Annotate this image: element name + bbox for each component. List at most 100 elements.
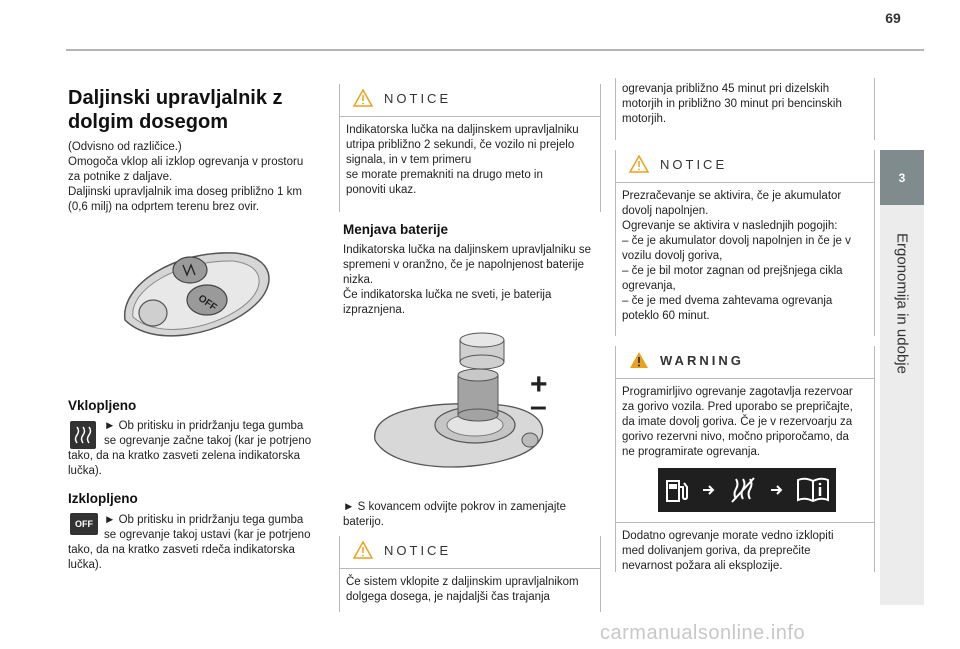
warning-triangle-filled-icon [630, 352, 648, 368]
on-line: ► Ob pritisku in pridržanju tega gumba [104, 420, 304, 432]
battery-step-line: baterijo. [343, 516, 384, 528]
off-text-2: tako, da na kratko zasveti rdeča indikat… [68, 543, 328, 573]
notice-line: Ogrevanje se aktivira v naslednjih pogoj… [622, 220, 838, 232]
warning-line: Dodatno ogrevanje morate vedno izklopiti [622, 530, 834, 542]
notice-box-2: NOTICE Če sistem vklopite z daljinskim u… [339, 536, 601, 612]
warning-triangle-icon [352, 540, 374, 559]
battery-heading: Menjava baterije [343, 222, 449, 237]
intro-line: za potnike z daljave. [68, 171, 173, 183]
intro-line: Daljinski upravljalnik ima doseg približ… [68, 186, 302, 198]
warning-title: WARNING [660, 352, 744, 368]
warning-body-2: Dodatno ogrevanje morate vedno izklopiti… [616, 529, 874, 574]
fuel-pump-icon [665, 480, 688, 502]
arrow-right-icon [770, 485, 782, 495]
header-rule [66, 49, 924, 51]
battery-section: Menjava baterije Indikatorska lučka na d… [343, 222, 605, 318]
warning-line: ne programirate ogrevanja. [622, 446, 761, 458]
warning-line: gorivo rezervni nivo, močno priporočamo,… [622, 431, 849, 443]
notice-line: – če je med dvema zahtevama ogrevanja [622, 295, 833, 307]
notice-title: NOTICE [660, 156, 728, 172]
notice-line: Indikatorska lučka na daljinskem upravlj… [346, 124, 579, 136]
notice-header: NOTICE [616, 150, 874, 174]
notice-line: dovolj napolnjen. [622, 205, 709, 217]
warning-line: med dolivanjem goriva, da preprečite [622, 545, 811, 557]
refuel-warning-pictogram [658, 468, 836, 512]
column-1: Daljinski upravljalnik z dolgim dosegom … [68, 86, 328, 215]
warning-box: WARNING Programirljivo ogrevanje zagotav… [615, 346, 875, 572]
off-icon: OFF [70, 513, 98, 535]
notice-line: utripa približno 2 sekundi, če vozilo ni… [346, 139, 575, 151]
section-title-line1: Daljinski upravljalnik z [68, 87, 283, 109]
warning-triangle-icon [628, 154, 650, 173]
notice-continuation: ogrevanja približno 45 minut pri dizelsk… [615, 78, 875, 140]
warning-divider [616, 522, 874, 523]
notice-body: Indikatorska lučka na daljinskem upravlj… [340, 123, 600, 198]
warning-line: da imate dovolj goriva. Če je v rezervoa… [622, 416, 853, 428]
notice-box-1: NOTICE Indikatorska lučka na daljinskem … [339, 84, 601, 212]
intro-text: (Odvisno od različice.) Omogoča vklop al… [68, 140, 328, 215]
notice-line: Če sistem vklopite z daljinskim upravlja… [346, 576, 579, 588]
notice-divider [616, 182, 874, 183]
notice-line: – če je bil motor zagnan od prejšnjega c… [622, 265, 843, 277]
warning-body: Programirljivo ogrevanje zagotavlja reze… [616, 385, 874, 460]
warning-line: za gorivo vozila. Pred uporabo se prepri… [622, 401, 853, 413]
battery-step: ► S kovancem odvijte pokrov in zamenjajt… [343, 500, 605, 530]
notice-line: vozilu dovolj goriva, [622, 250, 723, 262]
arrow-right-icon [703, 485, 715, 495]
battery-replacement-illustration [374, 332, 544, 468]
battery-line: nizka. [343, 274, 374, 286]
notice-line: poteklo 60 minut. [622, 310, 710, 322]
notice-line: ponoviti ukaz. [346, 184, 417, 196]
notice-title: NOTICE [384, 90, 452, 106]
notice-divider [340, 568, 600, 569]
continuation-body: ogrevanja približno 45 minut pri dizelsk… [616, 78, 874, 131]
on-line: se ogrevanje začne takoj (kar je potrjen… [104, 435, 312, 447]
minus-sign: – [530, 390, 547, 423]
notice-header: NOTICE [340, 536, 600, 560]
off-section: Izklopljeno [68, 491, 328, 506]
on-text-2: tako, da na kratko zasveti zelena indika… [68, 449, 328, 479]
manual-info-icon [797, 477, 830, 503]
off-heading: Izklopljeno [68, 491, 138, 506]
on-heading: Vklopljeno [68, 398, 137, 413]
off-line: se ogrevanje takoj ustavi (kar je potrje… [104, 529, 311, 541]
notice-line: ogrevanja, [622, 280, 676, 292]
remote-control-illustration: OFF [124, 252, 270, 337]
notice-line: Prezračevanje se aktivira, če je akumula… [622, 190, 842, 202]
off-line: ► Ob pritisku in pridržanju tega gumba [104, 514, 304, 526]
intro-line: Omogoča vklop ali izklop ogrevanja v pro… [68, 156, 304, 168]
notice-title: NOTICE [384, 542, 452, 558]
battery-step-line: ► S kovancem odvijte pokrov in zamenjajt… [343, 501, 566, 513]
battery-line: Če indikatorska lučka ne sveti, je bater… [343, 289, 552, 301]
notice-body: Prezračevanje se aktivira, če je akumula… [616, 189, 874, 324]
continuation-line: motorjih in približno 30 minut pri benci… [622, 98, 842, 110]
battery-line: Indikatorska lučka na daljinskem upravlj… [343, 244, 592, 256]
off-line: lučka). [68, 559, 102, 571]
warning-divider [616, 378, 874, 379]
notice-box-3: NOTICE Prezračevanje se aktivira, če je … [615, 150, 875, 336]
section-title-line2: dolgim dosegom [68, 111, 228, 133]
on-text-1: ► Ob pritisku in pridržanju tega gumba s… [104, 419, 324, 449]
notice-line: dolgega dosega, je najdaljši čas trajanj… [346, 591, 550, 603]
notice-line: se morate premakniti na drugo meto in [346, 169, 543, 181]
on-section: Vklopljeno [68, 398, 328, 413]
page-number: 69 [885, 10, 901, 26]
off-text-1: ► Ob pritisku in pridržanju tega gumba s… [104, 513, 324, 543]
intro-line: (0,6 milj) na odprtem terenu brez ovir. [68, 201, 260, 213]
warning-header: WARNING [616, 346, 874, 370]
notice-divider [340, 116, 600, 117]
continuation-line: ogrevanja približno 45 minut pri dizelsk… [622, 83, 830, 95]
watermark: carmanualsonline.info [600, 622, 806, 644]
notice-body: Če sistem vklopite z daljinskim upravlja… [340, 575, 600, 605]
battery-line: spremeni v oranžno, če je napolnjenost b… [343, 259, 585, 271]
on-line: tako, da na kratko zasveti zelena indika… [68, 450, 301, 462]
intro-line: (Odvisno od različice.) [68, 141, 182, 153]
warning-line: Programirljivo ogrevanje zagotavlja reze… [622, 386, 853, 398]
heating-off-icon [731, 477, 755, 503]
battery-text: Indikatorska lučka na daljinskem upravlj… [343, 243, 605, 318]
notice-header: NOTICE [340, 84, 600, 108]
heating-on-icon [70, 421, 96, 449]
on-line: lučka). [68, 465, 102, 477]
chapter-sidebar [880, 205, 924, 605]
chapter-tab[interactable]: 3 [880, 150, 924, 205]
